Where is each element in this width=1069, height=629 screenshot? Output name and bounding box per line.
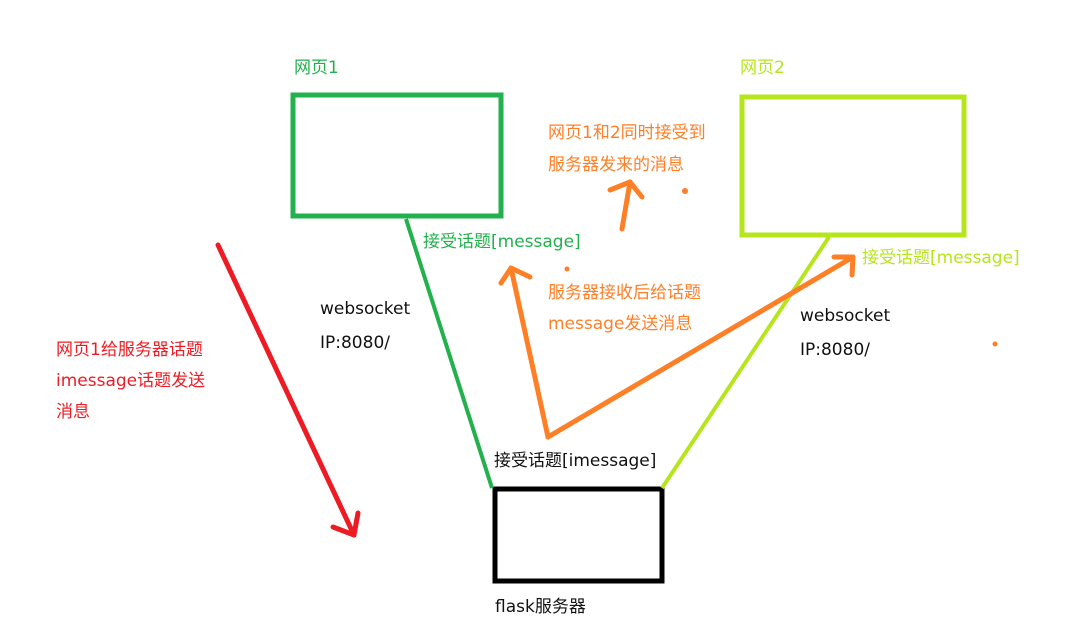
broadcast-note-line2: message发送消息 — [548, 314, 693, 334]
send-note-line2: imessage话题发送 — [56, 371, 206, 391]
page1-server-connection — [404, 218, 494, 489]
receive-note-line1: 网页1和2同时接受到 — [548, 123, 706, 143]
page1-title: 网页1 — [294, 58, 339, 78]
server-title: flask服务器 — [495, 597, 586, 617]
receive-note-line2: 服务器发来的消息 — [548, 155, 684, 175]
page1-topic-label: 接受话题[message] — [423, 232, 581, 252]
dot — [992, 341, 998, 347]
right-connection-label-line2: IP:8080/ — [800, 340, 870, 360]
send-note-line1: 网页1给服务器话题 — [56, 340, 203, 360]
left-connection-label-line2: IP:8080/ — [320, 333, 390, 353]
dot — [682, 188, 688, 194]
broadcast-note-line1: 服务器接收后给话题 — [548, 283, 701, 303]
receive-arrow — [607, 179, 645, 232]
send-arrow — [215, 242, 361, 538]
server-box — [492, 486, 665, 584]
page2-topic-label: 接受话题[message] — [862, 248, 1020, 268]
page1-box — [290, 92, 504, 219]
send-note-line3: 消息 — [56, 402, 90, 422]
page2-server-connection — [660, 235, 831, 490]
dot — [564, 266, 570, 272]
page2-title: 网页2 — [740, 58, 785, 78]
left-connection-label-line1: websocket — [320, 299, 411, 319]
server-topic-label: 接受话题[imessage] — [494, 451, 657, 471]
broadcast-arrows — [498, 254, 856, 440]
page2-box — [739, 94, 967, 238]
right-connection-label-line1: websocket — [800, 306, 891, 326]
